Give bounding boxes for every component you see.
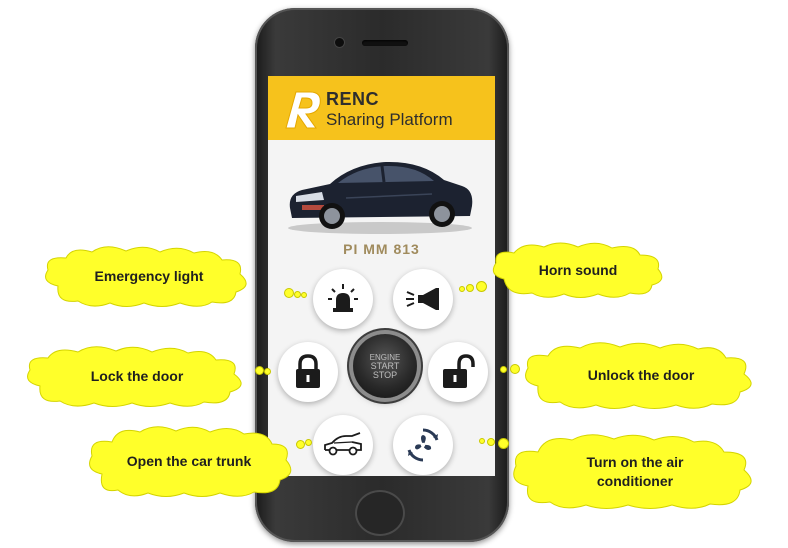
app-header: RENC Sharing Platform — [268, 76, 495, 140]
callout-dot — [294, 291, 301, 298]
engine-start-stop-button[interactable]: ENGINE START STOP — [353, 334, 417, 398]
cloud-shape — [45, 246, 247, 307]
lock-closed-icon — [296, 354, 320, 388]
callout-label: Horn sound — [538, 261, 618, 278]
callout-dot — [498, 438, 509, 449]
brand-name: RENC — [326, 89, 380, 109]
callout-horn-sound: Horn sound — [488, 241, 668, 299]
car-trunk-icon — [324, 432, 362, 456]
air-conditioner-button[interactable] — [393, 415, 453, 475]
phone-frame: RENC Sharing Platform PI MM 813 — [255, 8, 509, 542]
horn-button[interactable] — [393, 269, 453, 329]
callout-label: Unlock the door — [587, 366, 695, 383]
callout-dot — [487, 438, 495, 446]
fan-icon — [407, 428, 439, 462]
callout-dot — [479, 438, 485, 444]
cloud-shape — [27, 346, 242, 407]
emergency-light-button[interactable] — [313, 269, 373, 329]
license-plate: PI MM 813 — [343, 241, 420, 257]
callout-label: Emergency light — [94, 267, 204, 284]
start-label-engine: ENGINE — [369, 352, 401, 362]
callout-lock-door: Lock the door — [22, 344, 252, 408]
earpiece — [362, 40, 408, 46]
callout-open-trunk: Open the car trunk — [84, 424, 294, 498]
lock-open-icon — [443, 354, 475, 388]
callout-dot — [459, 286, 465, 292]
callout-dot — [305, 439, 312, 446]
callout-label: Open the car trunk — [126, 452, 252, 469]
callout-dot — [264, 368, 271, 375]
cloud-shape — [525, 342, 752, 409]
callout-emergency-light: Emergency light — [40, 244, 258, 308]
renc-logo-icon — [285, 91, 321, 129]
callout-dot — [255, 366, 264, 375]
callout-label: Lock the door — [90, 367, 184, 384]
front-camera — [335, 38, 344, 47]
callout-dot — [500, 366, 507, 373]
callout-dot — [466, 284, 474, 292]
cloud-shape — [89, 426, 292, 497]
start-label-start: START — [370, 360, 400, 371]
siren-icon — [328, 284, 358, 312]
callout-unlock-door: Unlock the door — [520, 340, 762, 410]
callout-label: Turn on the air conditioner — [586, 454, 684, 489]
app-screen: RENC Sharing Platform PI MM 813 — [268, 76, 495, 476]
callout-air-conditioner: Turn on the air conditioner — [508, 432, 762, 512]
cloud-shape — [492, 242, 663, 298]
callout-dot — [296, 440, 305, 449]
callout-dot — [510, 364, 520, 374]
home-button[interactable] — [355, 490, 405, 536]
brand-subtitle: Sharing Platform — [326, 110, 453, 129]
cloud-shape — [513, 434, 752, 509]
unlock-door-button[interactable] — [428, 342, 488, 402]
callout-dot — [284, 288, 294, 298]
start-label-stop: STOP — [372, 369, 398, 380]
callout-dot — [301, 292, 307, 298]
lock-door-button[interactable] — [278, 342, 338, 402]
horn-icon — [406, 288, 439, 310]
car-image — [288, 161, 473, 234]
callout-dot — [476, 281, 487, 292]
open-trunk-button[interactable] — [313, 415, 373, 475]
